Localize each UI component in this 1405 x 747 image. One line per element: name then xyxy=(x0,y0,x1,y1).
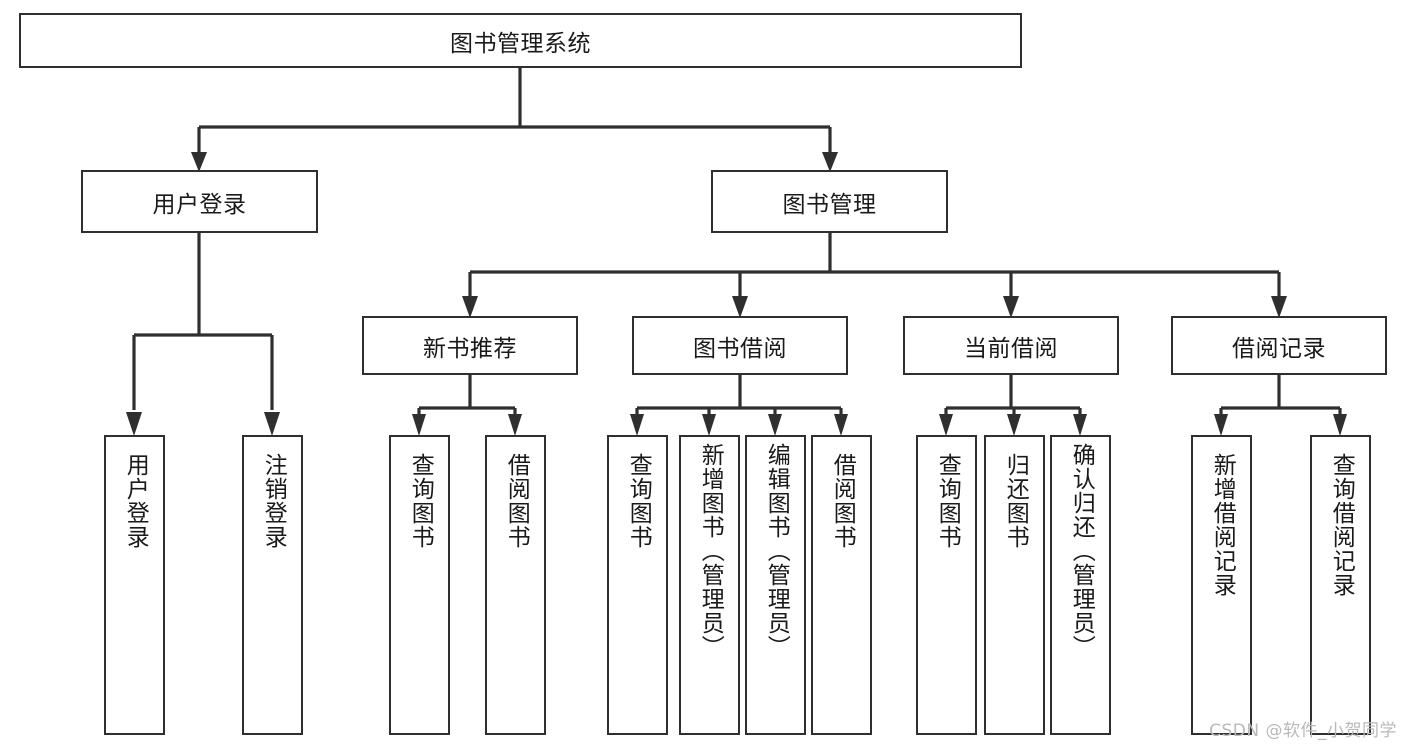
node-user-login[interactable]: 用户登录 xyxy=(81,170,318,233)
node-leaf-query-book-borrow-label: 查询图书 xyxy=(625,453,652,549)
node-borrow-records-label: 借阅记录 xyxy=(1232,335,1326,362)
node-leaf-confirm-return-admin-label: 确认归还（管理员） xyxy=(1068,443,1095,659)
node-leaf-query-borrow-record[interactable]: 查询借阅记录 xyxy=(1310,435,1371,735)
node-leaf-query-book-recommend-label: 查询图书 xyxy=(407,453,434,549)
node-book-borrow-label: 图书借阅 xyxy=(693,335,787,362)
node-leaf-query-book-borrow[interactable]: 查询图书 xyxy=(607,435,668,735)
node-leaf-add-book-admin-label: 新增图书（管理员） xyxy=(697,443,724,659)
node-leaf-borrow-book-recommend[interactable]: 借阅图书 xyxy=(485,435,546,735)
node-book-management[interactable]: 图书管理 xyxy=(711,170,948,233)
node-leaf-query-book-recommend[interactable]: 查询图书 xyxy=(389,435,450,735)
node-leaf-confirm-return-admin[interactable]: 确认归还（管理员） xyxy=(1050,435,1111,735)
node-leaf-add-borrow-record[interactable]: 新增借阅记录 xyxy=(1191,435,1252,735)
node-current-borrow[interactable]: 当前借阅 xyxy=(903,316,1119,375)
node-leaf-user-login[interactable]: 用户登录 xyxy=(104,435,165,735)
node-new-book-recommend[interactable]: 新书推荐 xyxy=(362,316,578,375)
node-leaf-logout[interactable]: 注销登录 xyxy=(242,435,303,735)
node-root-label: 图书管理系统 xyxy=(450,30,591,57)
node-leaf-add-borrow-record-label: 新增借阅记录 xyxy=(1209,453,1236,597)
node-current-borrow-label: 当前借阅 xyxy=(964,335,1058,362)
node-leaf-edit-book-admin-label: 编辑图书（管理员） xyxy=(763,443,790,659)
node-leaf-user-login-label: 用户登录 xyxy=(122,453,149,549)
node-leaf-borrow-book-label: 借阅图书 xyxy=(829,453,856,549)
node-leaf-query-book-current[interactable]: 查询图书 xyxy=(916,435,977,735)
node-user-login-label: 用户登录 xyxy=(152,191,247,218)
node-leaf-add-book-admin[interactable]: 新增图书（管理员） xyxy=(679,435,740,735)
node-book-management-label: 图书管理 xyxy=(782,191,877,218)
node-leaf-return-book-label: 归还图书 xyxy=(1002,453,1029,549)
node-leaf-borrow-book-recommend-label: 借阅图书 xyxy=(503,453,530,549)
node-leaf-return-book[interactable]: 归还图书 xyxy=(984,435,1045,735)
node-leaf-borrow-book[interactable]: 借阅图书 xyxy=(811,435,872,735)
node-leaf-edit-book-admin[interactable]: 编辑图书（管理员） xyxy=(745,435,806,735)
node-new-book-recommend-label: 新书推荐 xyxy=(423,335,517,362)
node-borrow-records[interactable]: 借阅记录 xyxy=(1171,316,1387,375)
node-root[interactable]: 图书管理系统 xyxy=(19,13,1022,68)
watermark: CSDN @软件_小贺同学 xyxy=(1209,721,1397,741)
node-book-borrow[interactable]: 图书借阅 xyxy=(632,316,848,375)
node-leaf-logout-label: 注销登录 xyxy=(260,453,287,549)
node-leaf-query-book-current-label: 查询图书 xyxy=(934,453,961,549)
node-leaf-query-borrow-record-label: 查询借阅记录 xyxy=(1328,453,1355,597)
